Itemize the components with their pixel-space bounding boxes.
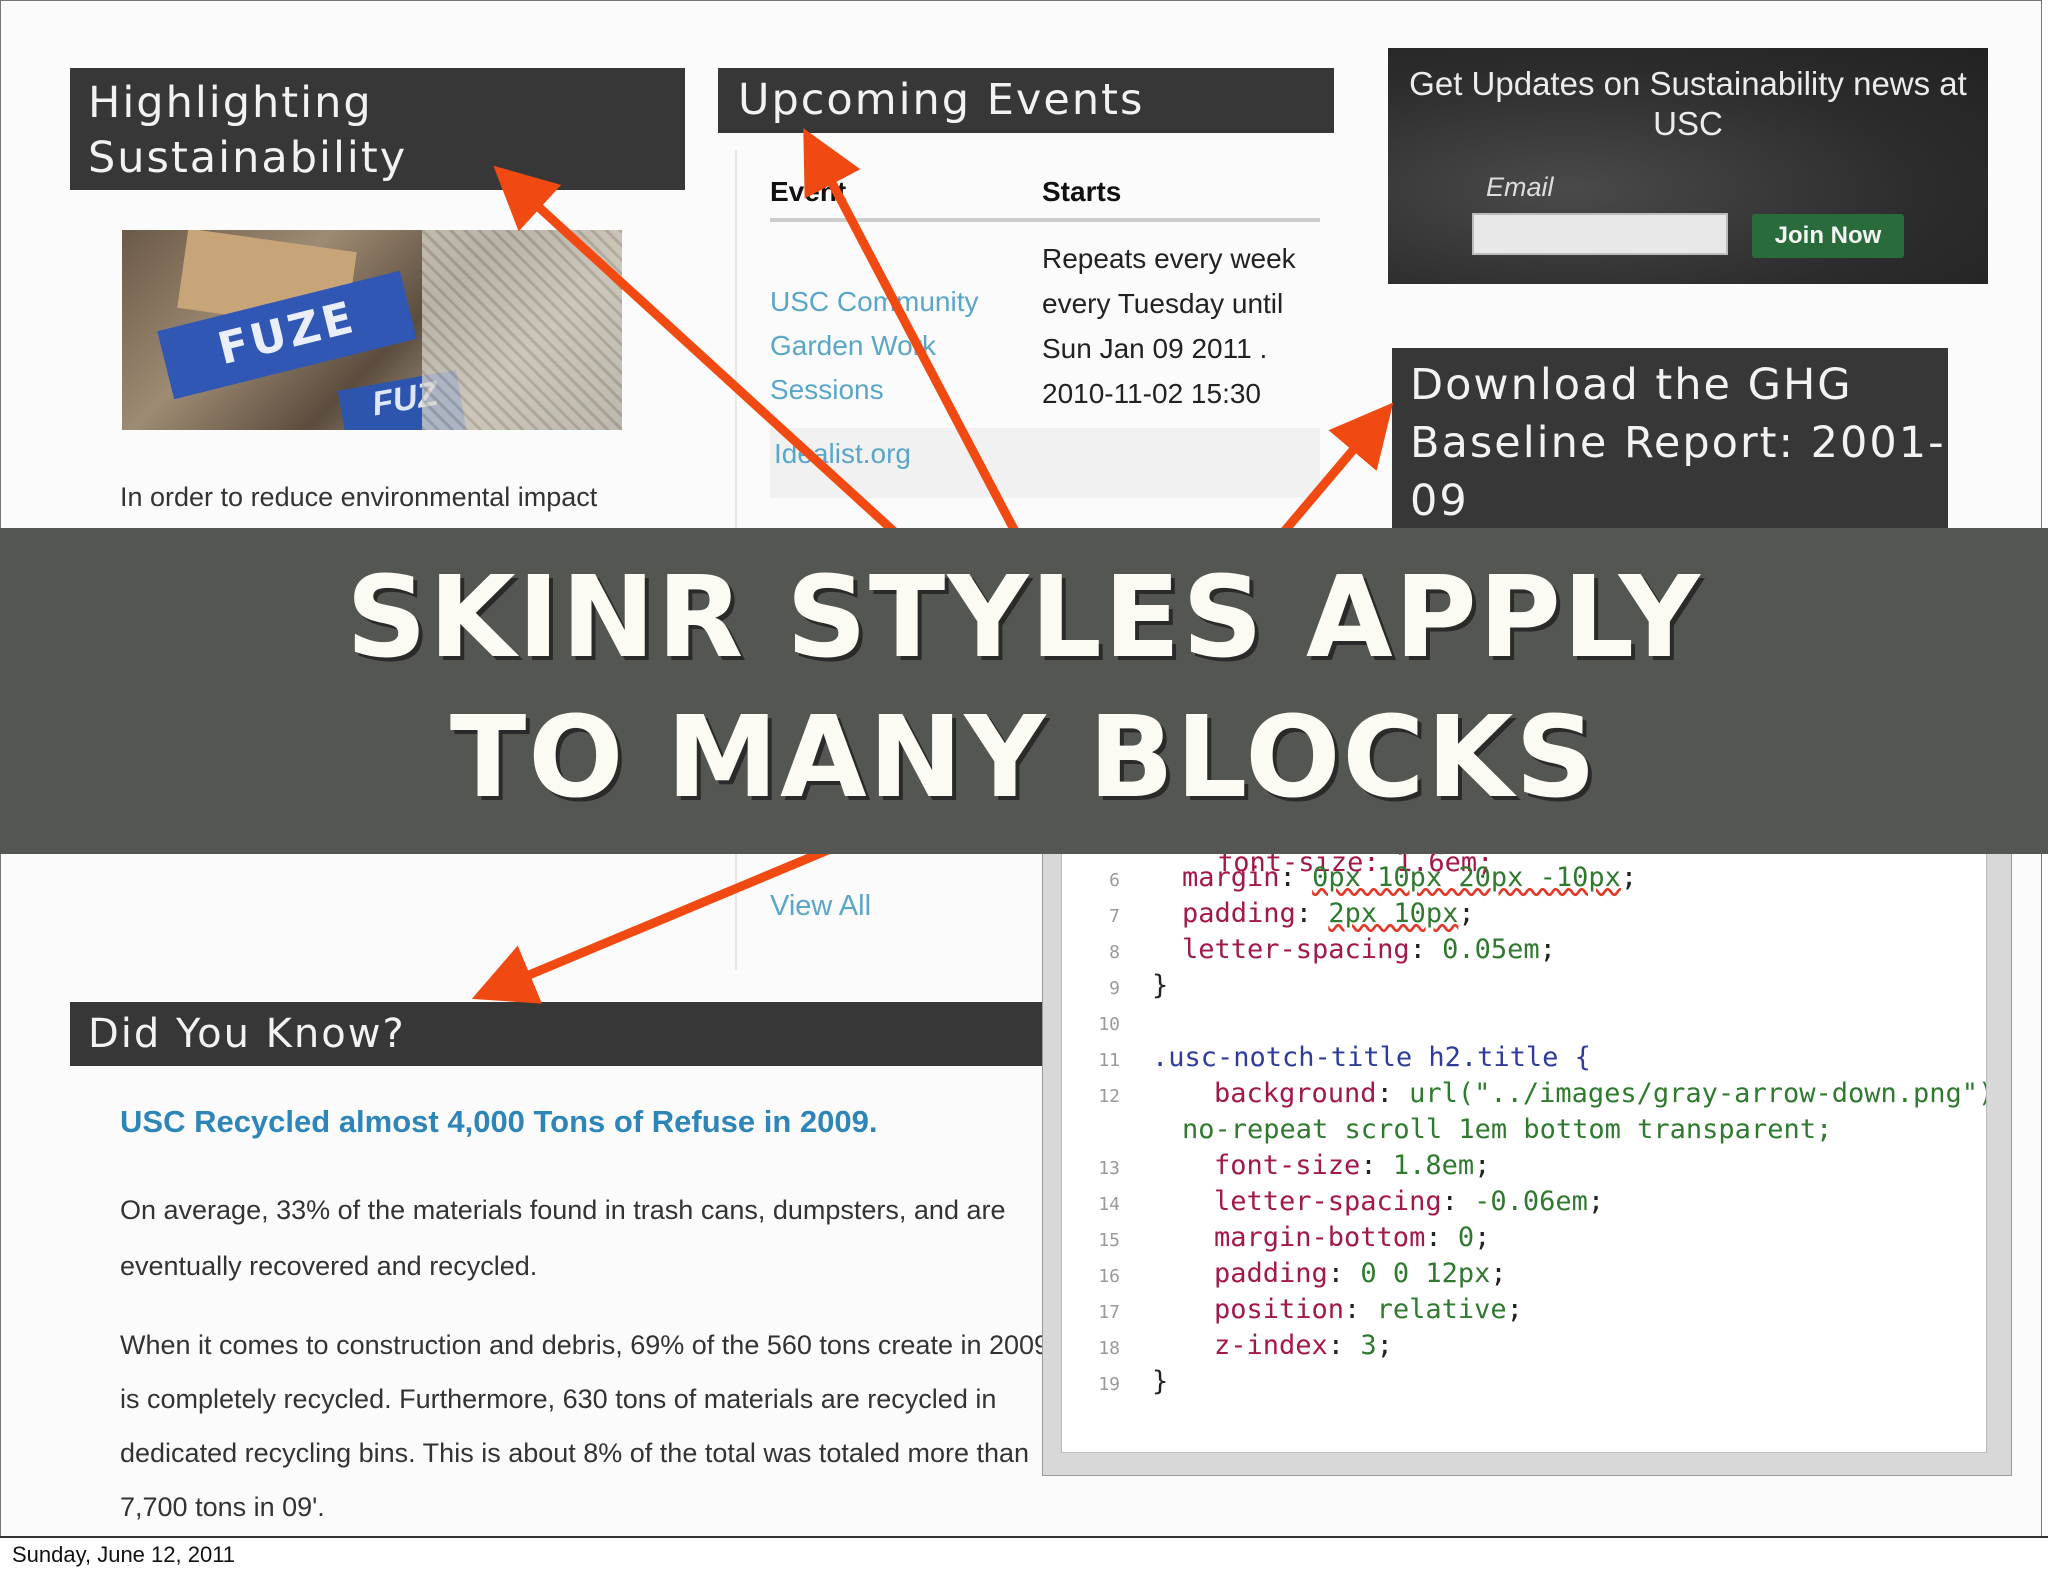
code-text: } (1152, 1366, 1169, 1397)
line-number: 6 (1109, 870, 1120, 891)
line-number: 17 (1098, 1302, 1120, 1323)
updates-title: Get Updates on Sustainability news at US… (1409, 65, 1967, 142)
line-number: 10 (1098, 1014, 1120, 1035)
banner-line-1: SKINR STYLES APPLY (346, 553, 1702, 683)
line-number: 15 (1098, 1230, 1120, 1251)
line-number: 14 (1098, 1194, 1120, 1215)
title-banner: SKINR STYLES APPLY TO MANY BLOCKS (0, 528, 2048, 854)
email-input[interactable] (1472, 213, 1728, 255)
table-row: Idealist.org (770, 428, 1320, 498)
ghg-report-title[interactable]: Download the GHG Baseline Report: 2001-0… (1392, 348, 1948, 528)
highlighting-text: In order to reduce environmental impact (120, 482, 598, 512)
code-text: .usc-notch-title h2.title { (1152, 1042, 1591, 1073)
updates-signup-box: Get Updates on Sustainability news at US… (1388, 48, 1988, 284)
code-text: padding: 2px 10px; (1182, 898, 1475, 929)
column-header-starts: Starts (1042, 176, 1122, 207)
code-text: z-index: 3; (1214, 1330, 1393, 1361)
table-row: USC Community Garden Work Sessions Repea… (770, 222, 1320, 416)
footer-date: Sunday, June 12, 2011 (12, 1542, 236, 1567)
line-number: 7 (1109, 906, 1120, 927)
code-text: background: url("../images/gray-arrow-do… (1214, 1078, 1987, 1109)
did-you-know-title: Did You Know? (70, 1002, 1080, 1066)
event-link[interactable]: USC Community Garden Work Sessions (770, 286, 979, 405)
email-label: Email (1486, 172, 1554, 202)
did-you-know-paragraph-1: On average, 33% of the materials found i… (120, 1195, 1006, 1281)
line-number: 8 (1109, 942, 1120, 963)
line-number: 18 (1098, 1338, 1120, 1359)
line-number: 13 (1098, 1158, 1120, 1179)
code-text: letter-spacing: -0.06em; (1214, 1186, 1605, 1217)
line-number: 16 (1098, 1266, 1120, 1287)
code-text: } (1152, 970, 1169, 1001)
event-starts: Repeats every week every Tuesday until S… (1042, 243, 1296, 409)
recycling-photo: FUZE FUZ (122, 230, 622, 430)
upcoming-events-title: Upcoming Events (718, 68, 1334, 133)
line-number: 9 (1109, 978, 1120, 999)
code-text: padding: 0 0 12px; (1214, 1258, 1507, 1289)
line-number: 19 (1098, 1374, 1120, 1395)
events-table: Event Starts USC Community Garden Work S… (770, 176, 1320, 498)
web-page-screenshot: Highlighting Sustainability FUZE FUZ In … (70, 48, 2012, 1522)
join-now-button[interactable]: Join Now (1752, 214, 1904, 258)
line-number: 12 (1098, 1086, 1120, 1107)
code-text: margin: 0px 10px 20px -10px; (1182, 862, 1638, 893)
wire-mesh (422, 230, 622, 430)
line-number: 11 (1098, 1050, 1120, 1071)
banner-line-2: TO MANY BLOCKS (449, 693, 1599, 823)
did-you-know-paragraph-2: When it comes to construction and debris… (120, 1330, 1050, 1522)
code-text: letter-spacing: 0.05em; (1182, 934, 1556, 965)
view-all-link[interactable]: View All (770, 890, 872, 922)
code-text: margin-bottom: 0; (1214, 1222, 1491, 1253)
footer-bar (0, 1536, 2048, 1578)
code-text: position: relative; (1214, 1294, 1523, 1325)
highlighting-sustainability-title: Highlighting Sustainability (70, 68, 685, 190)
did-you-know-headline: USC Recycled almost 4,000 Tons of Refuse… (120, 1104, 878, 1139)
arrow-to-events (803, 128, 1034, 563)
code-text: no-repeat scroll 1em bottom transparent; (1182, 1114, 1833, 1145)
code-text: font-size: 1.8em; (1214, 1150, 1491, 1181)
